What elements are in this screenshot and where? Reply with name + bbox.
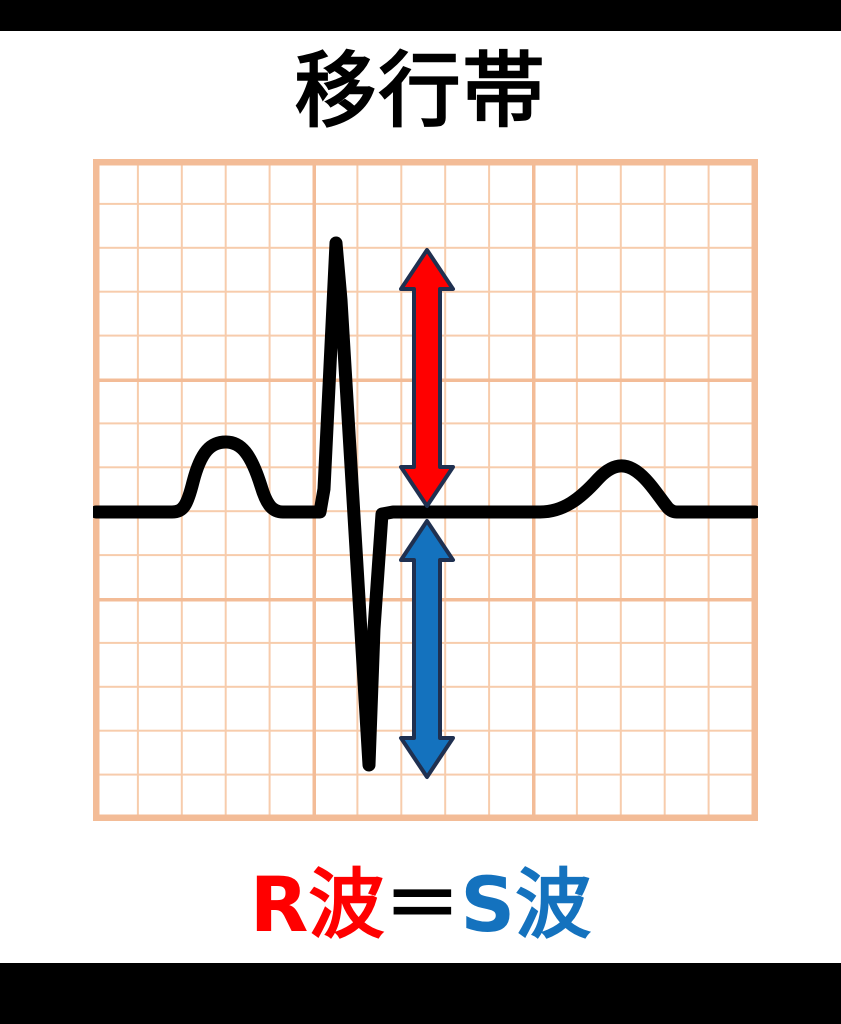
figure-caption: R波＝S波 [0,855,841,955]
r-wave-amplitude-arrow [399,248,455,508]
caption-s-wave: S波 [460,860,592,949]
letterbox-top-bar [0,0,841,31]
figure-title: 移行帯 [294,44,547,139]
s-wave-amplitude-arrow [399,519,455,779]
ecg-chart [93,159,758,821]
caption-equals: ＝ [384,860,461,949]
caption-r-wave: R波 [249,860,385,949]
letterbox-bottom-bar [0,963,841,1024]
ecg-waveform-trace [93,236,758,772]
